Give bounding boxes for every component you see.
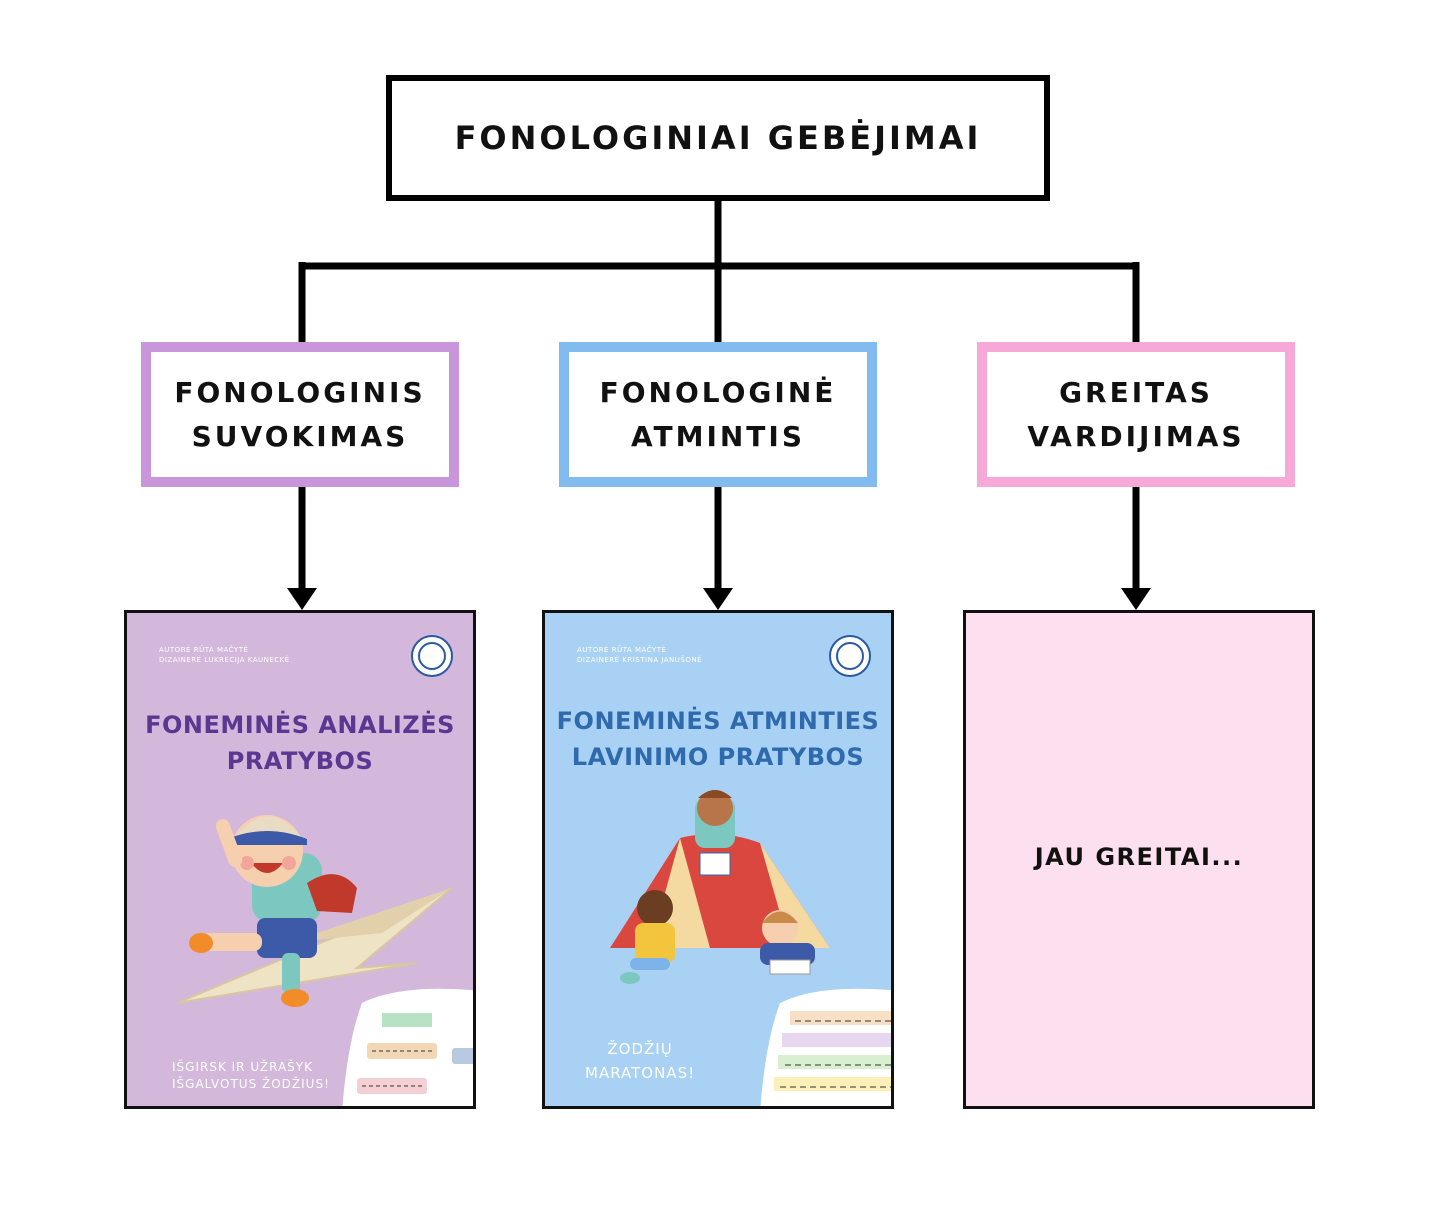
branch-label-line2: SUVOKIMAS <box>191 419 409 453</box>
cover-title: FONEMINĖS ATMINTIES LAVINIMO PRATYBOS <box>545 703 891 775</box>
root-node: FONOLOGINIAI GEBĖJIMAI <box>386 75 1050 201</box>
arrow-head-1 <box>287 588 317 610</box>
root-label: FONOLOGINIAI GEBĖJIMAI <box>454 119 982 157</box>
kids-reading-book-tent-illustration <box>610 790 830 984</box>
cover-author: AUTORĖ RŪTA MAČYTĖ <box>159 646 249 654</box>
branch-label-line1: GREITAS <box>1059 375 1213 409</box>
book-cover-phonemic-memory: AUTORĖ RŪTA MAČYTĖ DIZAINERĖ KRISTINA JA… <box>542 610 894 1109</box>
cover-subtitle-line2: MARATONAS! <box>585 1064 696 1082</box>
branch-node-phonological-awareness: FONOLOGINIS SUVOKIMAS <box>141 342 459 487</box>
cover-subtitle: IŠGIRSK IR UŽRAŠYK IŠGALVOTUS ŽODŽIUS! <box>172 1059 330 1093</box>
branch-node-rapid-naming: GREITAS VARDIJIMAS <box>977 342 1295 487</box>
book-cover-phonemic-analysis: AUTORĖ RŪTA MAČYTĖ DIZAINERĖ LUKRECIJA K… <box>124 610 476 1109</box>
arrow-head-2 <box>703 588 733 610</box>
branch-node-phonological-memory: FONOLOGINĖ ATMINTIS <box>559 342 877 487</box>
cover-credits: AUTORĖ RŪTA MAČYTĖ DIZAINERĖ KRISTINA JA… <box>577 645 702 665</box>
cover-title-line1: FONEMINĖS ANALIZĖS <box>145 711 455 739</box>
coming-soon-text: JAU GREITAI... <box>1034 843 1244 871</box>
branch-label-line1: FONOLOGINIS <box>174 375 426 409</box>
cover-title: FONEMINĖS ANALIZĖS PRATYBOS <box>127 707 473 779</box>
branch-label-line1: FONOLOGINĖ <box>599 375 837 409</box>
cover-title-line2: PRATYBOS <box>226 747 374 775</box>
cover-title-line2: LAVINIMO PRATYBOS <box>571 743 865 771</box>
cover-title-line1: FONEMINĖS ATMINTIES <box>556 707 880 735</box>
worksheet-scrap-illustration <box>760 988 891 1106</box>
dyslexia-center-logo-icon <box>829 635 871 677</box>
cover-subtitle-line2: IŠGALVOTUS ŽODŽIUS! <box>172 1077 330 1091</box>
cover-subtitle-line1: ŽODŽIŲ <box>607 1040 673 1058</box>
book-cover-coming-soon: JAU GREITAI... <box>963 610 1315 1109</box>
cover-author: AUTORĖ RŪTA MAČYTĖ <box>577 646 667 654</box>
branch-label-line2: ATMINTIS <box>631 419 805 453</box>
dyslexia-center-logo-icon <box>411 635 453 677</box>
worksheet-scrap-illustration <box>342 988 473 1106</box>
cover-credits: AUTORĖ RŪTA MAČYTĖ DIZAINERĖ LUKRECIJA K… <box>159 645 290 665</box>
cover-subtitle-line1: IŠGIRSK IR UŽRAŠYK <box>172 1060 313 1074</box>
cover-designer: DIZAINERĖ KRISTINA JANUŠONĖ <box>577 656 703 664</box>
branch-label-line2: VARDIJIMAS <box>1027 419 1245 453</box>
arrow-head-3 <box>1121 588 1151 610</box>
boy-on-paper-plane-illustration <box>176 815 453 1007</box>
cover-designer: DIZAINERĖ LUKRECIJA KAUNECKĖ <box>159 656 290 664</box>
cover-subtitle: ŽODŽIŲ MARATONAS! <box>585 1037 695 1085</box>
